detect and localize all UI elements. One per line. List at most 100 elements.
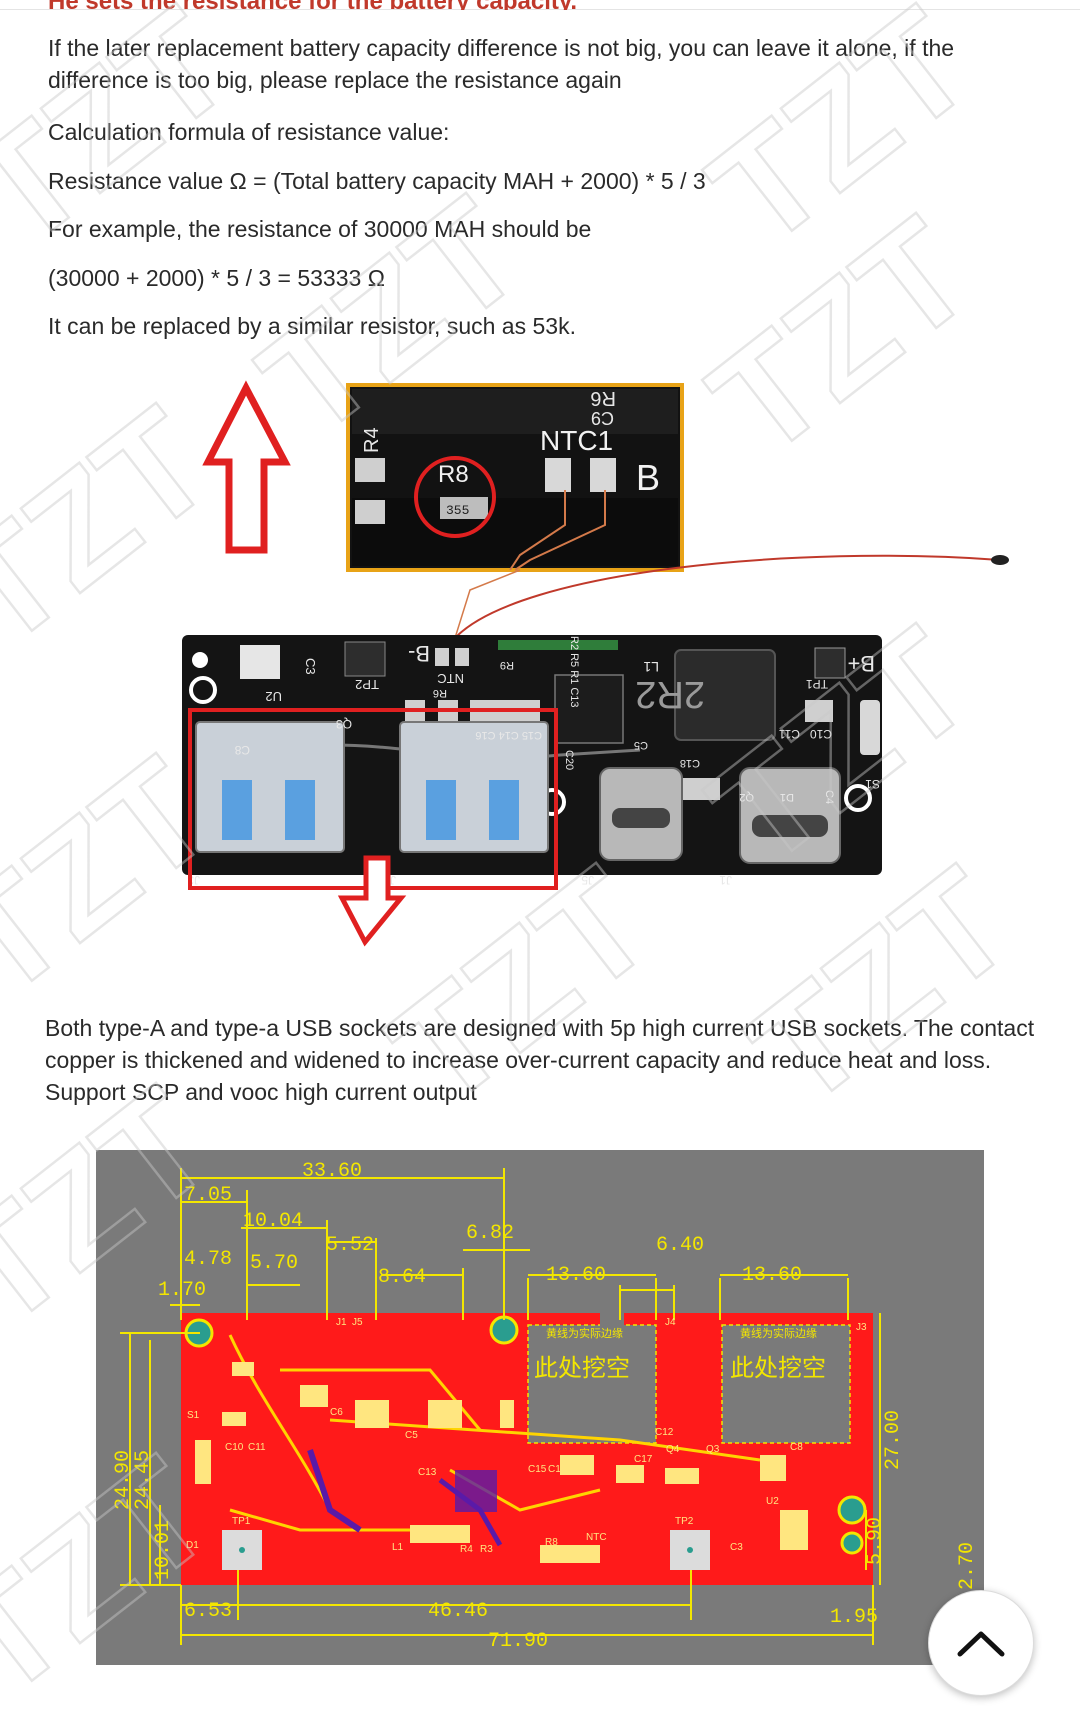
- board-label-q2: Q2: [739, 791, 754, 803]
- pcb-label-j5: J5: [352, 1317, 363, 1328]
- pcb-label-c14: C14: [548, 1464, 567, 1475]
- inset-label-r4: R4: [361, 427, 383, 453]
- dim-6-40: 6.40: [656, 1234, 704, 1257]
- pcb-label-q4: Q4: [666, 1444, 680, 1455]
- dim-24-45: 24.45: [132, 1450, 155, 1510]
- paragraph-usb-description: Both type-A and type-a USB sockets are d…: [45, 1015, 1035, 1105]
- paragraph-example: For example, the resistance of 30000 MAH…: [48, 216, 592, 242]
- pcb-board: 2R2 C3 U2 TP2 B- R9 N: [182, 635, 882, 887]
- board-label-inductor: 2R2: [635, 673, 705, 715]
- board-label-r-series: R2 R5 R1 C13: [568, 636, 580, 708]
- board-label-u2: U2: [265, 689, 282, 704]
- pcb-label-tp2: TP2: [675, 1516, 694, 1527]
- pcb-label-d1: D1: [186, 1540, 199, 1551]
- board-label-s1: S1: [865, 777, 880, 791]
- board-label-c4: C4: [823, 790, 835, 804]
- board-label-b-plus: B+: [847, 651, 875, 676]
- top-divider: [0, 9, 1080, 10]
- board-label-l1: L1: [643, 659, 659, 675]
- dim-27-00: 27.00: [882, 1410, 905, 1470]
- dim-7-05: 7.05: [184, 1184, 232, 1207]
- dim-10-01: 10.01: [152, 1520, 175, 1580]
- pcb-label-r9: R9: [455, 1527, 468, 1538]
- pcb-label-c6: C6: [330, 1407, 343, 1418]
- pcb-label-j3: J3: [856, 1322, 867, 1333]
- dim-33-60: 33.60: [302, 1160, 362, 1183]
- board-label-c20: C20: [563, 750, 575, 770]
- pcb-label-u2: U2: [766, 1496, 779, 1507]
- board-label-ntc: NTC: [437, 671, 464, 686]
- dim-1-95: 1.95: [830, 1606, 878, 1629]
- pcb-label-j4: J4: [665, 1317, 676, 1328]
- board-label-c15-c14-c16: C15 C14 C16: [475, 729, 542, 741]
- dim-10-04: 10.04: [243, 1210, 303, 1233]
- board-label-c10: C10: [810, 727, 832, 741]
- scroll-to-top-button[interactable]: [928, 1590, 1034, 1696]
- thermistor-wire: [454, 554, 1001, 639]
- board-label-c8: C8: [234, 743, 250, 757]
- board-label-r9: R9: [500, 659, 514, 671]
- dim-5-70: 5.70: [250, 1252, 298, 1275]
- pcb-label-c11: C11: [248, 1442, 266, 1453]
- pcb-label-q3: Q3: [706, 1444, 720, 1455]
- board-label-tp1: TP1: [806, 677, 828, 691]
- inset-label-c9: C9: [591, 408, 614, 428]
- pcb-label-c10: C10: [225, 1442, 244, 1453]
- dim-8-64: 8.64: [378, 1266, 426, 1289]
- inset-label-355: 355: [446, 503, 469, 518]
- pcb-label-j1: J1: [336, 1317, 347, 1328]
- dim-71-90: 71.90: [488, 1630, 548, 1653]
- pcb-label-c13: C13: [418, 1467, 437, 1478]
- cutout-label-right: 此处挖空: [730, 1354, 826, 1382]
- board-label-c5: C5: [634, 739, 648, 751]
- dim-13-60-left: 13.60: [546, 1264, 606, 1287]
- board-label-c3: C3: [303, 658, 318, 675]
- outline-up-arrow-icon: [202, 380, 291, 554]
- section-heading-cut: He sets the resistance for the battery c…: [48, 0, 748, 10]
- dim-46-46: 46.46: [428, 1600, 488, 1623]
- board-label-c18: C18: [680, 757, 700, 769]
- dim-13-60-right: 13.60: [742, 1264, 802, 1287]
- board-label-j5: J5: [581, 873, 594, 887]
- dim-5-90: 5.90: [864, 1517, 887, 1565]
- zoom-inset: R6 C9 R4 NTC1 R8 355 B: [346, 383, 684, 572]
- pcb-label-c15: C15: [528, 1464, 547, 1475]
- dim-2-70: 2.70: [956, 1542, 979, 1590]
- thermistor: [991, 555, 1009, 565]
- paragraph-example-calc: (30000 + 2000) * 5 / 3 = 53333 Ω: [48, 265, 385, 291]
- dim-5-52: 5.52: [326, 1234, 374, 1257]
- pcb-label-ntc: NTC: [586, 1532, 607, 1543]
- board-label-b-minus: B-: [408, 641, 430, 666]
- pcb-label-l1: L1: [392, 1542, 404, 1553]
- pcb-label-c5: C5: [405, 1430, 418, 1441]
- paragraph-replacement-note: If the later replacement battery capacit…: [48, 35, 955, 93]
- pcb-label-c16: C16: [568, 1464, 587, 1475]
- board-label-r6: R6: [433, 687, 447, 699]
- board-label-d1: D1: [780, 791, 794, 803]
- inset-label-r6: R6: [590, 387, 616, 409]
- paragraph-formula-title: Calculation formula of resistance value:: [48, 119, 450, 145]
- outline-down-arrow-icon: [337, 855, 407, 947]
- cutout-note-right: 黄线为实际边缘: [740, 1326, 817, 1340]
- pcb-label-r3: R3: [480, 1544, 493, 1555]
- pcb-label-s1: S1: [187, 1410, 200, 1421]
- inset-label-b: B: [636, 457, 660, 498]
- cutout-note-left: 黄线为实际边缘: [546, 1326, 623, 1340]
- pcb-label-c17: C17: [634, 1454, 653, 1465]
- pcb-label-r4: R4: [460, 1544, 473, 1555]
- paragraph-formula: Resistance value Ω = (Total battery capa…: [48, 168, 706, 194]
- inset-label-ntc1: NTC1: [540, 425, 613, 456]
- dim-1-70: 1.70: [158, 1279, 206, 1302]
- inset-label-r8: R8: [438, 461, 469, 488]
- dim-24-90: 24.90: [112, 1450, 135, 1510]
- pcb-label-c3: C3: [730, 1542, 743, 1553]
- board-label-j1: J1: [719, 873, 732, 887]
- board-photo: R6 C9 R4 NTC1 R8 355 B 2R2: [182, 380, 1009, 947]
- pcb-label-c12: C12: [655, 1427, 674, 1438]
- board-label-c11: C11: [779, 727, 800, 741]
- pcb-label-r8: R8: [545, 1537, 558, 1548]
- board-label-q3: Q3: [336, 717, 352, 731]
- chevron-up-icon: [957, 1631, 1005, 1657]
- cutout-label-left: 此处挖空: [534, 1354, 630, 1382]
- pcb-label-c19: C19: [362, 1407, 381, 1418]
